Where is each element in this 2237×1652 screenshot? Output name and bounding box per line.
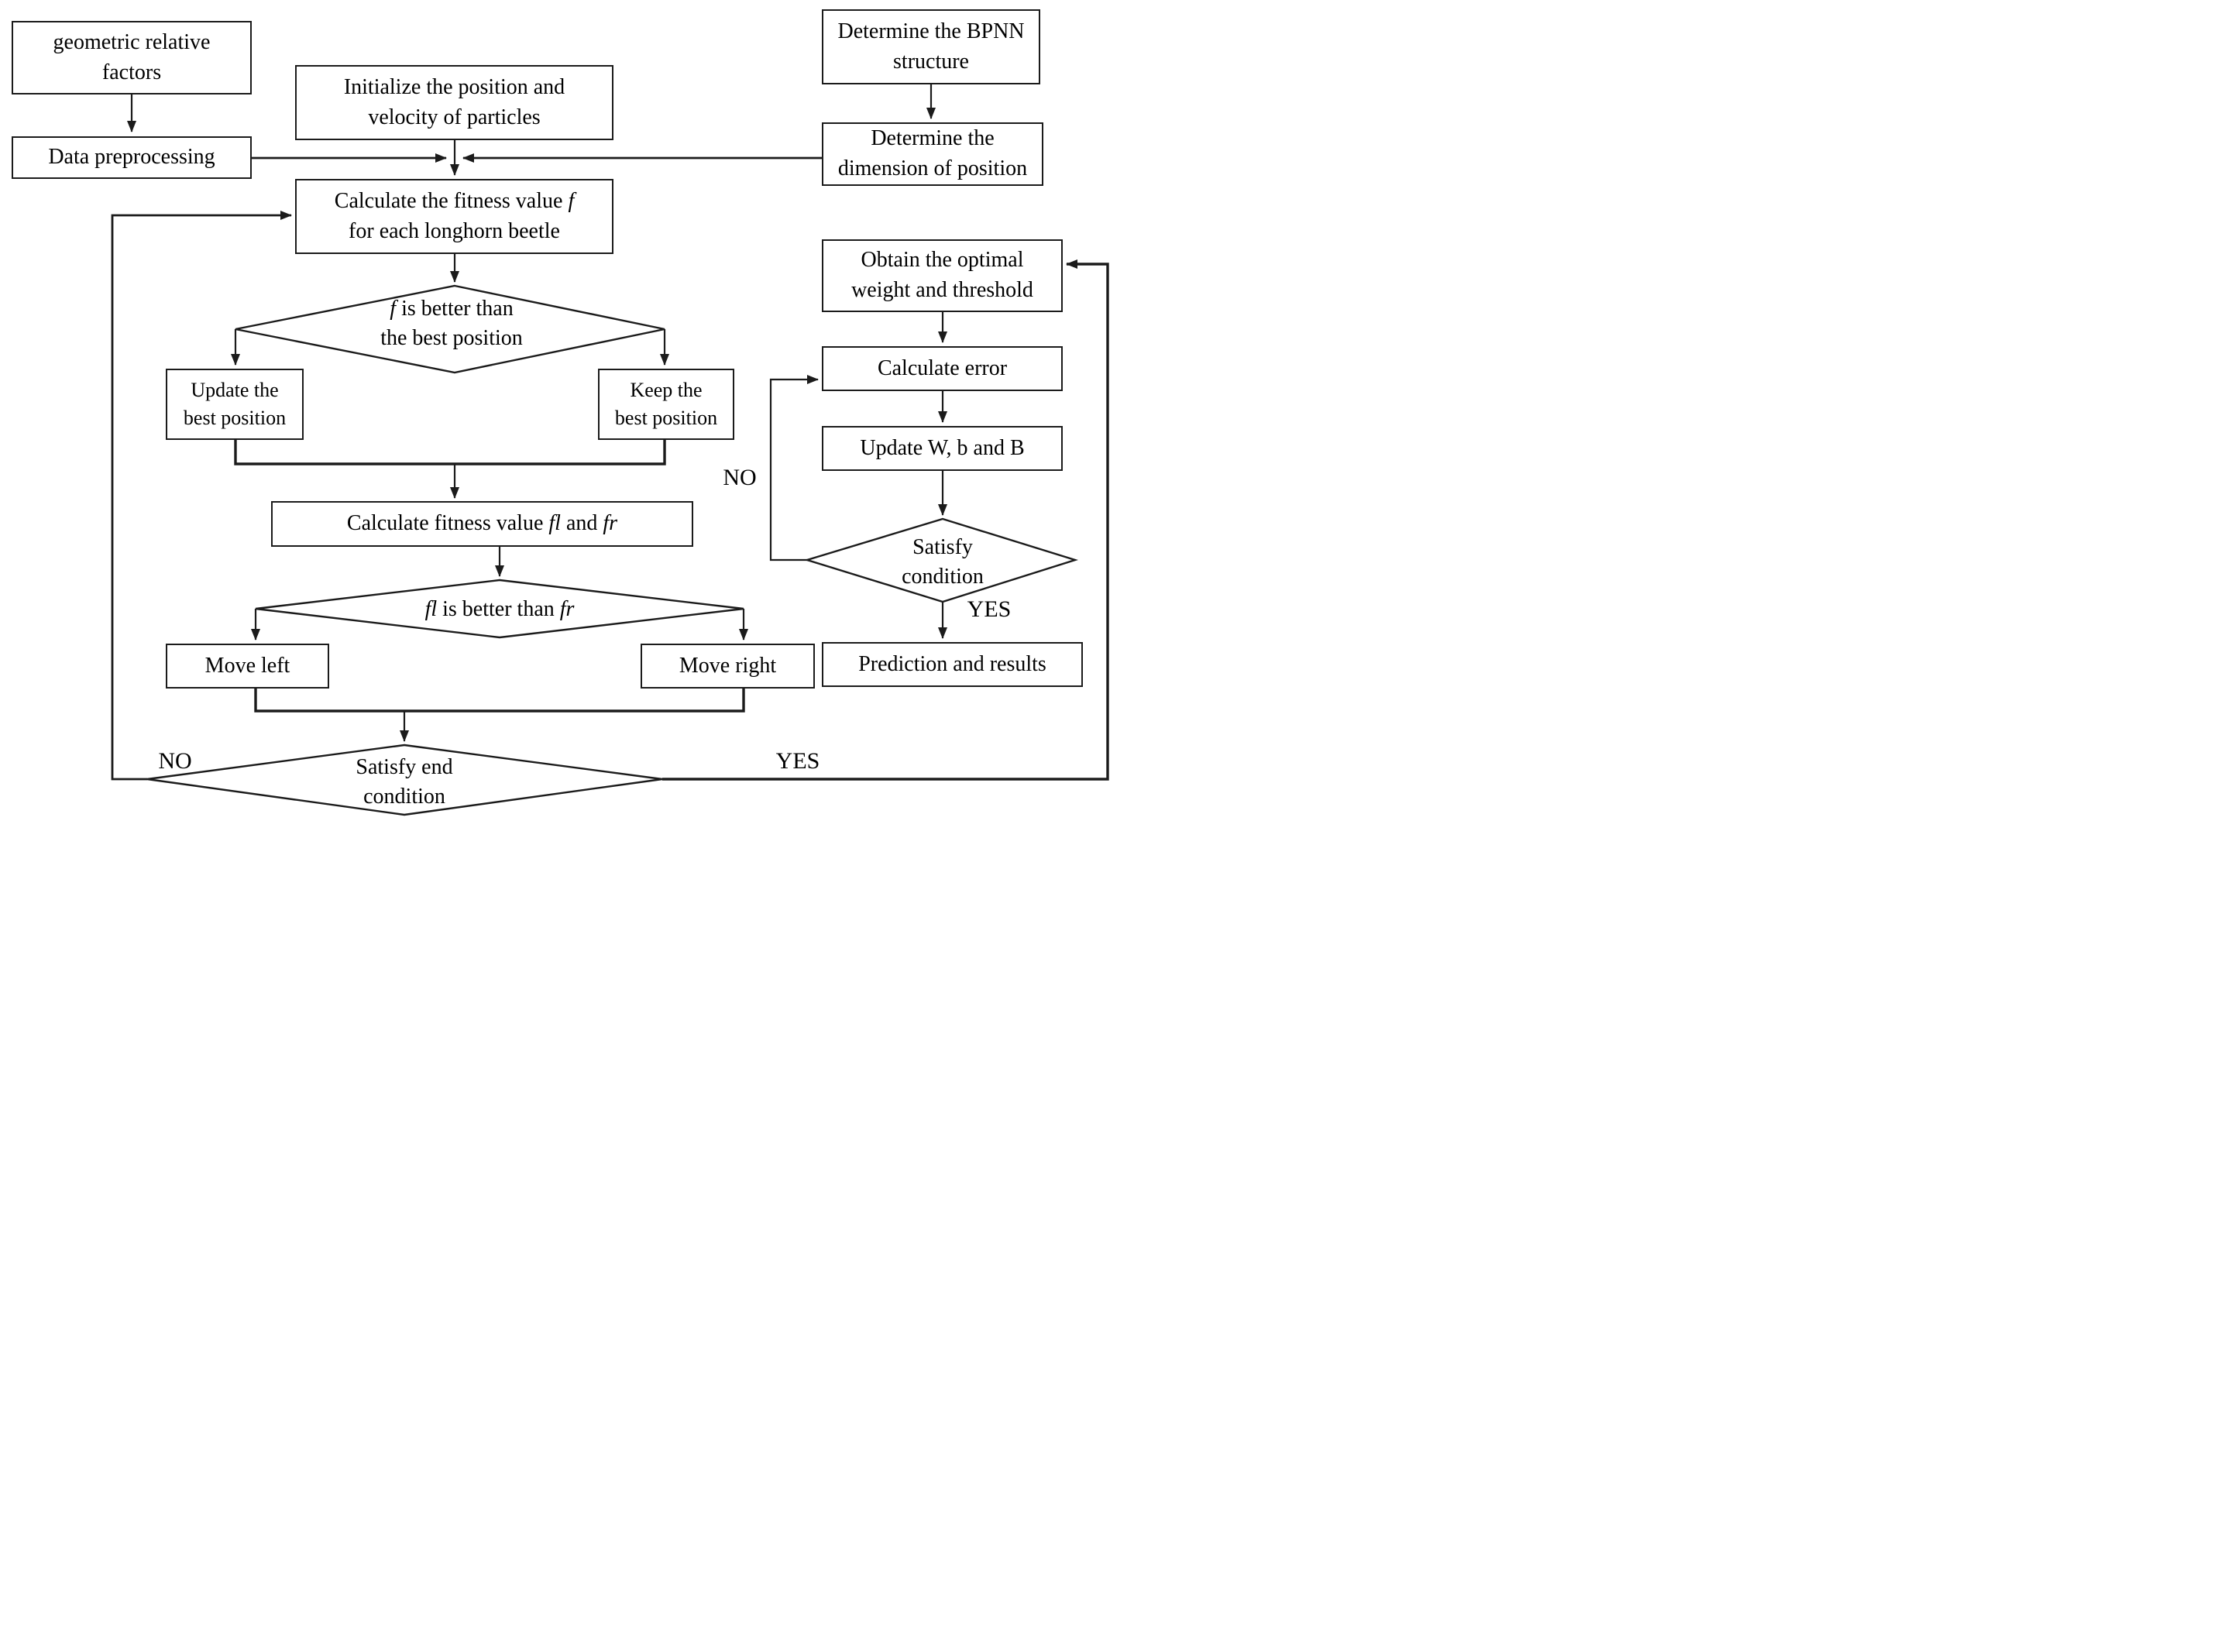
label-yes-bp: YES [967,596,1012,622]
label-no-main-loop: NO [158,748,192,774]
decision-text-variable: f [390,297,397,321]
decision-text-line: Satisfy [912,535,973,559]
decision-flfr-better-text: fl is better than fr [352,595,647,624]
decision-text-line: condition [363,785,445,809]
decision-text-line: Satisfy end [356,755,453,779]
box-calculate-error: Calculate error [822,346,1063,391]
decision-flfr-better-shape [255,579,744,639]
box-text: structure [893,49,969,74]
box-text-variable: f [568,188,575,213]
box-text: weight and threshold [851,278,1033,302]
decision-text-segment: is better than [396,297,514,321]
box-text: Initialize the position and [343,74,565,99]
decision-satisfy-condition-text: Satisfy condition [869,533,1016,592]
box-move-left: Move left [166,644,329,689]
loop-yes-to-obtain-optimal [662,259,1109,781]
decision-end-condition-shape [146,744,663,816]
box-initialize-particles: Initialize the position and velocity of … [295,65,613,140]
box-text: Move right [679,653,777,678]
decision-f-better-shape [235,284,665,374]
box-text: dimension of position [837,156,1028,180]
box-text: Update the [191,379,279,402]
box-move-right: Move right [641,644,815,689]
box-prediction-results: Prediction and results [822,642,1083,687]
decision-text-line: the best position [380,326,523,351]
decision-text-variable: fl [424,597,438,621]
label-yes-main-loop: YES [775,748,820,774]
box-update-best-position: Update the best position [166,369,304,440]
decision-text-line: f is better than [324,294,579,324]
loop-no-to-calc-fitness [111,211,292,781]
box-data-preprocessing: Data preprocessing [12,136,252,179]
box-determine-bpnn-structure: Determine the BPNN structure [822,9,1040,84]
box-text: geometric relative [53,29,211,54]
box-obtain-optimal-weight: Obtain the optimal weight and threshold [822,239,1063,312]
merge-update-keep [234,440,666,465]
box-text: factors [101,60,162,84]
box-text: Determine the [871,126,995,151]
box-text: velocity of particles [368,105,541,129]
label-no-bp-loop: NO [723,465,757,490]
box-text: Update W, b and B [860,435,1025,460]
flowchart-canvas: geometric relative factors Data preproce… [0,0,1118,826]
box-text-variable: fr [603,511,618,536]
box-keep-best-position: Keep the best position [598,369,734,440]
box-text-variable: fl [548,511,561,536]
box-determine-dimension: Determine the dimension of position [822,122,1043,186]
box-text: Prediction and results [858,651,1046,676]
box-text: Calculate fitness value fl and fr [347,509,617,539]
box-text: Calculate error [877,355,1008,380]
decision-text-line: fl is better than fr [352,595,647,624]
box-text: Keep the [630,379,703,402]
box-text: Data preprocessing [48,145,215,170]
box-calculate-fitness-f: Calculate the fitness value f for each l… [295,179,613,254]
box-text-segment: and [560,511,603,536]
box-text: Calculate the fitness value f [335,187,574,217]
box-text: Move left [204,653,290,678]
decision-text-line: condition [902,565,984,589]
box-update-wbb: Update W, b and B [822,426,1063,471]
box-geometric-relative-factors: geometric relative factors [12,21,252,94]
connector-layer [111,84,1109,816]
box-text-segment: Calculate fitness value [346,511,549,536]
box-calculate-flfr: Calculate fitness value fl and fr [271,501,693,547]
decision-f-better-text: f is better than the best position [324,294,579,353]
box-text: Obtain the optimal [861,248,1024,273]
box-text: best position [614,407,718,429]
box-text-segment: Calculate the fitness value [334,188,569,213]
box-text: for each longhorn beetle [349,218,560,243]
merge-move-left-right [254,689,745,713]
decision-text-variable: fr [559,597,575,621]
box-text: best position [183,407,287,429]
decision-end-condition-text: Satisfy end condition [308,753,501,812]
decision-text-segment: is better than [437,597,560,621]
box-text: Determine the BPNN [837,19,1025,43]
loop-no-to-calc-error [769,375,819,562]
